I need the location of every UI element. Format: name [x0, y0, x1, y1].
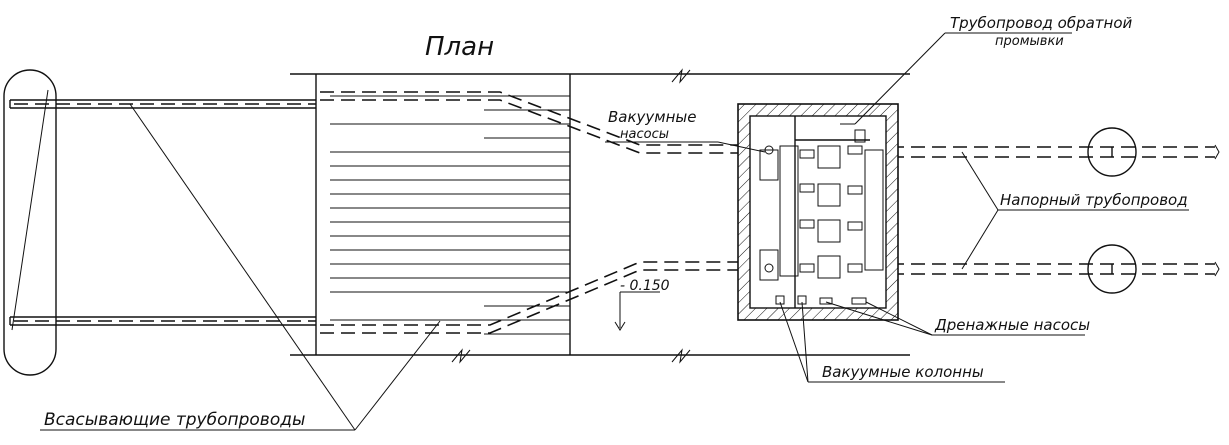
- elevation-label: - 0.150: [620, 278, 670, 294]
- grid-lines: [330, 95, 570, 335]
- leader-lines: [40, 32, 1189, 431]
- pump-station: [737, 103, 899, 321]
- vacuum-pumps-label-2: насосы: [620, 127, 669, 142]
- dashed-pipelines: [320, 91, 1220, 334]
- backwash-label-1: Трубопровод обратной: [950, 14, 1133, 32]
- suction-pipelines-label: Всасывающие трубопроводы: [44, 410, 305, 430]
- vacuum-columns-label: Вакуумные колонны: [822, 363, 984, 381]
- intake-structure: [3, 69, 316, 376]
- backwash-label-2: промывки: [995, 34, 1064, 49]
- grid-section: [290, 68, 910, 364]
- pressure-pipeline-label: Напорный трубопровод: [1000, 191, 1188, 209]
- vacuum-pumps-label-1: Вакуумные: [608, 108, 697, 126]
- drainage-pumps-label: Дренажные насосы: [934, 316, 1090, 334]
- elevation-mark: - 0.150: [614, 278, 670, 331]
- plan-title: План: [425, 32, 494, 62]
